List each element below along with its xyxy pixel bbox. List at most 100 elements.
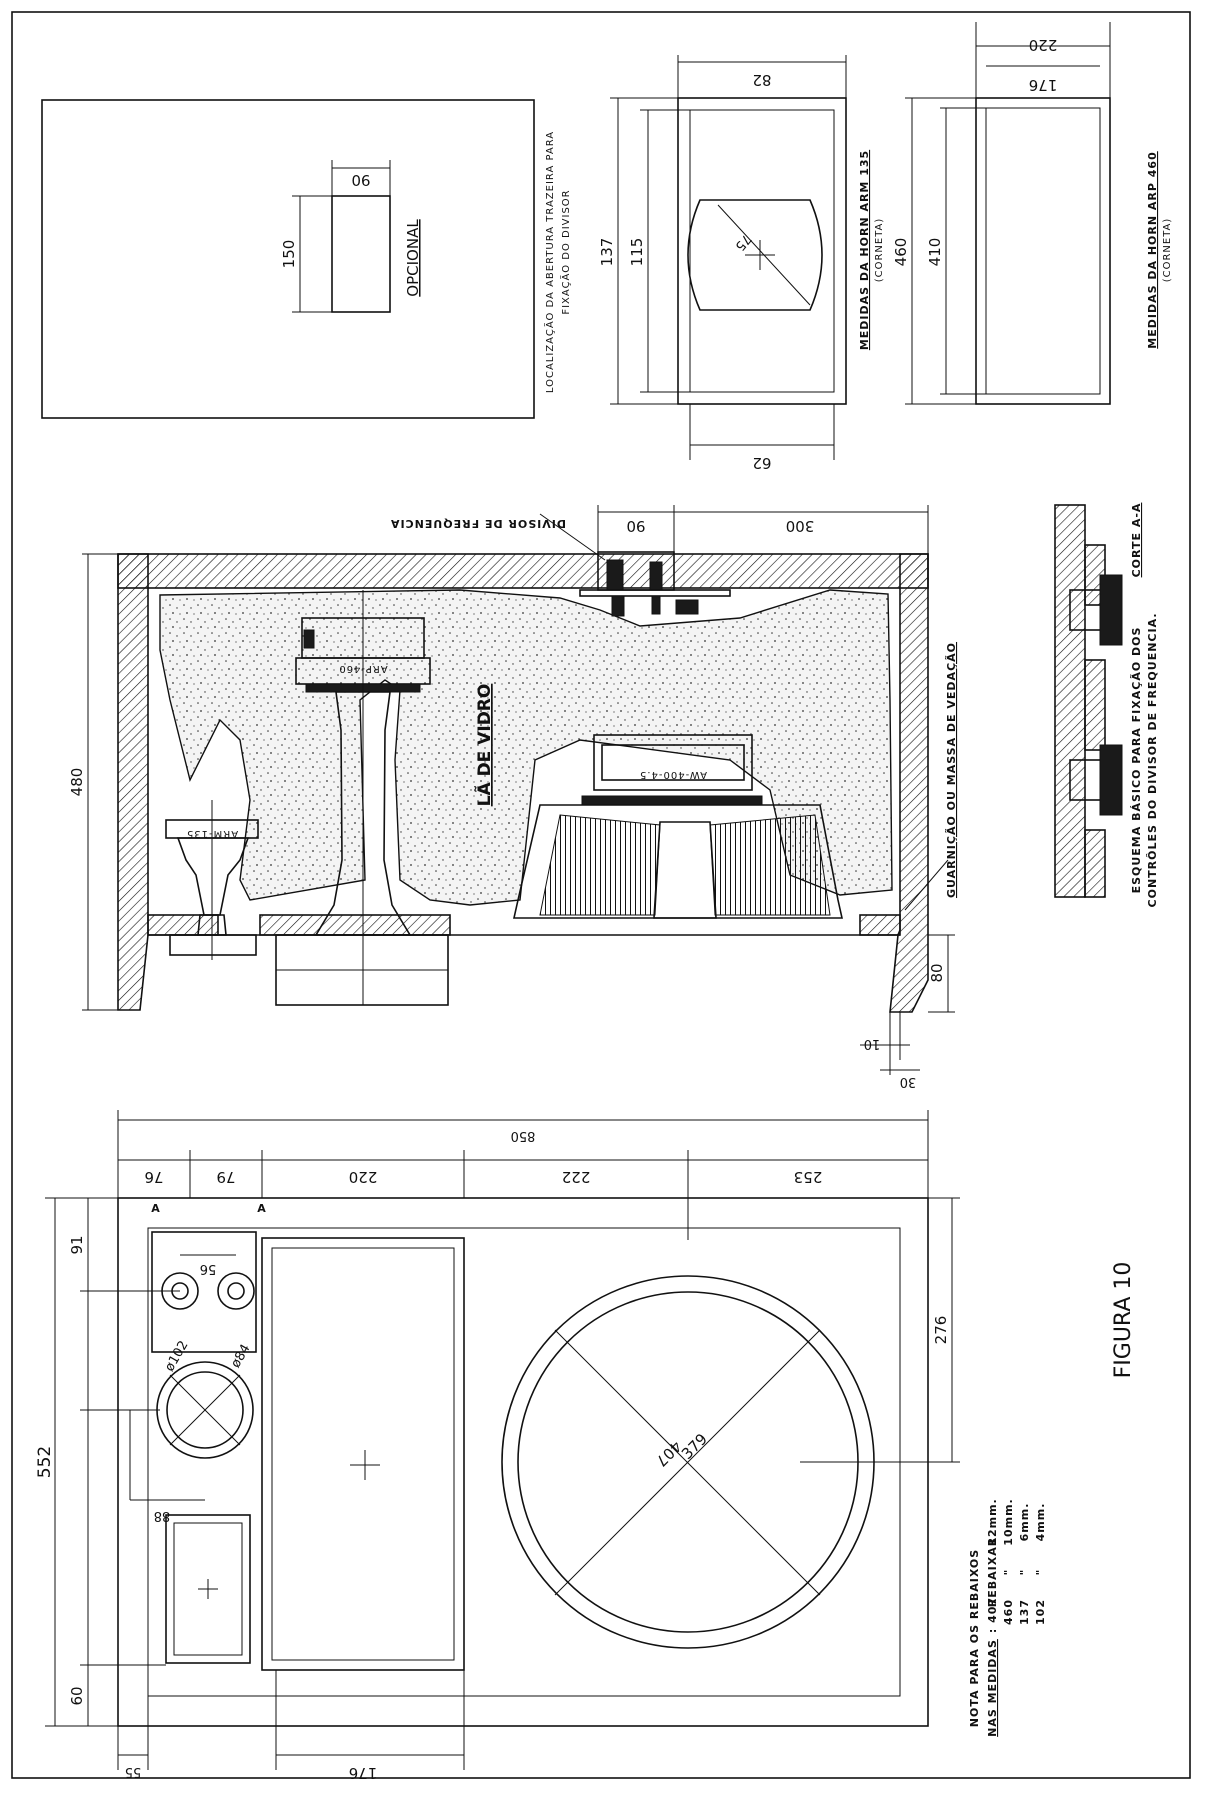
back-wall bbox=[117, 553, 929, 589]
section-mark-a-right: A bbox=[257, 1202, 267, 1215]
rear-opening-panel: 90 150 OPCIONAL LOCALIZAÇÃO DA ABERTURA … bbox=[41, 99, 572, 419]
front-dim-55: 55 bbox=[125, 1764, 142, 1779]
corte-caption-1: ESQUEMA BÁSICO PARA FIXAÇÃO DOS bbox=[1130, 627, 1143, 894]
arm135-horn: ARM-135 bbox=[165, 800, 259, 960]
figure-label: FIGURA 10 bbox=[1111, 1262, 1136, 1379]
arm135-dim-outer: 137 bbox=[598, 238, 616, 267]
notes-size: 102 bbox=[1034, 1599, 1047, 1625]
arp460-outer bbox=[975, 97, 1111, 405]
arp460-dim-outer: 460 bbox=[892, 238, 910, 267]
control-knob-right bbox=[217, 1272, 255, 1310]
corte-panel bbox=[1054, 504, 1086, 898]
glass-wool bbox=[159, 589, 893, 906]
right-wall bbox=[889, 553, 929, 1013]
section-dim-base: 80 bbox=[928, 963, 946, 982]
arm135-outer bbox=[677, 97, 847, 405]
front-view: 407 379 850 76 79 220 222 253 A A 552 91… bbox=[35, 1110, 960, 1782]
front-dim-91: 91 bbox=[68, 1235, 86, 1254]
arp460-dim-inner: 410 bbox=[926, 238, 944, 267]
notes-depth: 4mm. bbox=[1034, 1503, 1047, 1542]
arm135-cutout bbox=[165, 1514, 251, 1664]
arm135-inner bbox=[689, 109, 835, 393]
arp460-dim-top-outer: 220 bbox=[1029, 36, 1058, 54]
front-dim-79: 79 bbox=[216, 1168, 235, 1186]
optional-label: OPCIONAL bbox=[404, 219, 422, 297]
notes-size: : 407 bbox=[986, 1597, 999, 1633]
front-dim-552: 552 bbox=[35, 1446, 55, 1478]
notes-row-3: 102 " 4mm. bbox=[1034, 1503, 1047, 1625]
arm135-caption-2: (CORNETA) bbox=[874, 218, 885, 283]
front-dim-total: 850 bbox=[511, 1128, 536, 1143]
front-inner bbox=[147, 1227, 901, 1697]
control-area bbox=[151, 1231, 257, 1353]
front-dim-56: 56 bbox=[200, 1261, 217, 1276]
arp460-horn: ARP-460 bbox=[275, 590, 449, 1006]
notes-depth: 6mm. bbox=[1018, 1503, 1031, 1542]
section-dim-10: 10 bbox=[864, 1036, 881, 1051]
notes-word: " bbox=[1034, 1569, 1047, 1576]
front-dim-76: 76 bbox=[144, 1168, 163, 1186]
section-view: ARM-135 ARP-460 AW-400-4.5 bbox=[68, 505, 958, 1089]
notes-size: 137 bbox=[1018, 1599, 1031, 1625]
arm135-panel: 75 82 62 137 115 MEDIDAS DA HORN ARM 135… bbox=[598, 55, 885, 472]
optional-opening bbox=[331, 195, 391, 313]
notes-depth: 10mm. bbox=[1002, 1498, 1015, 1545]
arm135-dim-top: 82 bbox=[752, 71, 771, 89]
corte-caption-2: CONTRÔLES DO DIVISOR DE FREQUENCIA. bbox=[1146, 613, 1159, 908]
rear-dim-width: 90 bbox=[351, 171, 370, 189]
corte-aa-detail: CORTE A-A ESQUEMA BÁSICO PARA FIXAÇÃO DO… bbox=[1054, 503, 1159, 908]
front-dim-84: ø84 bbox=[228, 1342, 253, 1371]
rear-panel-outline bbox=[41, 99, 535, 419]
rebate-notes: NOTA PARA OS REBAIXOS NAS MEDIDAS : 407 … bbox=[968, 1498, 1047, 1737]
arm135-section-label: ARM-135 bbox=[186, 828, 238, 839]
arm135-caption-1: MEDIDAS DA HORN ARM 135 bbox=[858, 150, 871, 350]
arp460-section-label: ARP-460 bbox=[338, 663, 387, 674]
notes-title: NOTA PARA OS REBAIXOS bbox=[968, 1549, 981, 1727]
wool-label: LÃ DE VIDRO bbox=[472, 684, 495, 807]
section-dim-30: 30 bbox=[900, 1074, 917, 1089]
woofer-label: AW-400-4.5 bbox=[639, 769, 707, 780]
notes-subtitle: NAS MEDIDAS bbox=[986, 1639, 999, 1737]
section-dim-height: 480 bbox=[68, 768, 86, 797]
arm135-dim-diameter: 75 bbox=[732, 231, 754, 253]
baffle-right bbox=[859, 914, 901, 936]
arp460-cutout bbox=[261, 1237, 465, 1671]
notes-word: " bbox=[1018, 1569, 1031, 1576]
notes-depth: 12mm. bbox=[986, 1498, 999, 1545]
arp460-dim-top-inner: 176 bbox=[1029, 76, 1058, 94]
section-dim-90: 90 bbox=[626, 517, 645, 535]
arm135-dim-bottom: 62 bbox=[752, 454, 771, 472]
gasket-label: GUARNIÇÃO OU MASSA DE VEDAÇÃO bbox=[945, 642, 958, 898]
woofer: AW-400-4.5 bbox=[513, 734, 843, 919]
arp460-caption-2: (CORNETA) bbox=[1162, 218, 1173, 283]
arp460-panel: 220 176 460 410 MEDIDAS DA HORN ARP 460 … bbox=[892, 22, 1173, 405]
left-wall bbox=[117, 553, 149, 1011]
notes-row-0: : 407 REBAIXAR 12mm. bbox=[986, 1498, 999, 1633]
notes-row-2: 137 " 6mm. bbox=[1018, 1503, 1031, 1625]
front-dim-222: 222 bbox=[562, 1168, 591, 1186]
rear-caption-2: FIXAÇÃO DO DIVISOR bbox=[559, 189, 572, 314]
front-dim-253: 253 bbox=[794, 1168, 823, 1186]
arp460-inner bbox=[985, 107, 1101, 395]
section-dim-300: 300 bbox=[786, 517, 815, 535]
front-dim-88: 88 bbox=[154, 1508, 171, 1523]
front-dim-60: 60 bbox=[68, 1686, 86, 1705]
baffle-left bbox=[147, 914, 219, 936]
front-dim-176: 176 bbox=[349, 1764, 378, 1782]
crossover-divider bbox=[579, 551, 731, 617]
notes-word: REBAIXAR bbox=[986, 1537, 999, 1607]
rear-caption-1: LOCALIZAÇÃO DA ABERTURA TRAZEIRA PARA bbox=[543, 131, 556, 393]
section-mark-a-left: A bbox=[151, 1202, 161, 1215]
front-dim-102: ø102 bbox=[162, 1338, 191, 1374]
corte-title: CORTE A-A bbox=[1130, 503, 1143, 578]
front-dim-220: 220 bbox=[349, 1168, 378, 1186]
arm135-dim-inner: 115 bbox=[628, 238, 646, 267]
arm135-mouth bbox=[687, 199, 823, 311]
notes-word: " bbox=[1002, 1569, 1015, 1576]
sheet-border bbox=[11, 11, 1191, 1779]
baffle-mid bbox=[259, 914, 451, 936]
front-dim-276: 276 bbox=[932, 1316, 950, 1345]
arp460-caption-1: MEDIDAS DA HORN ARP 460 bbox=[1146, 151, 1159, 348]
rear-dim-height: 150 bbox=[280, 240, 298, 269]
